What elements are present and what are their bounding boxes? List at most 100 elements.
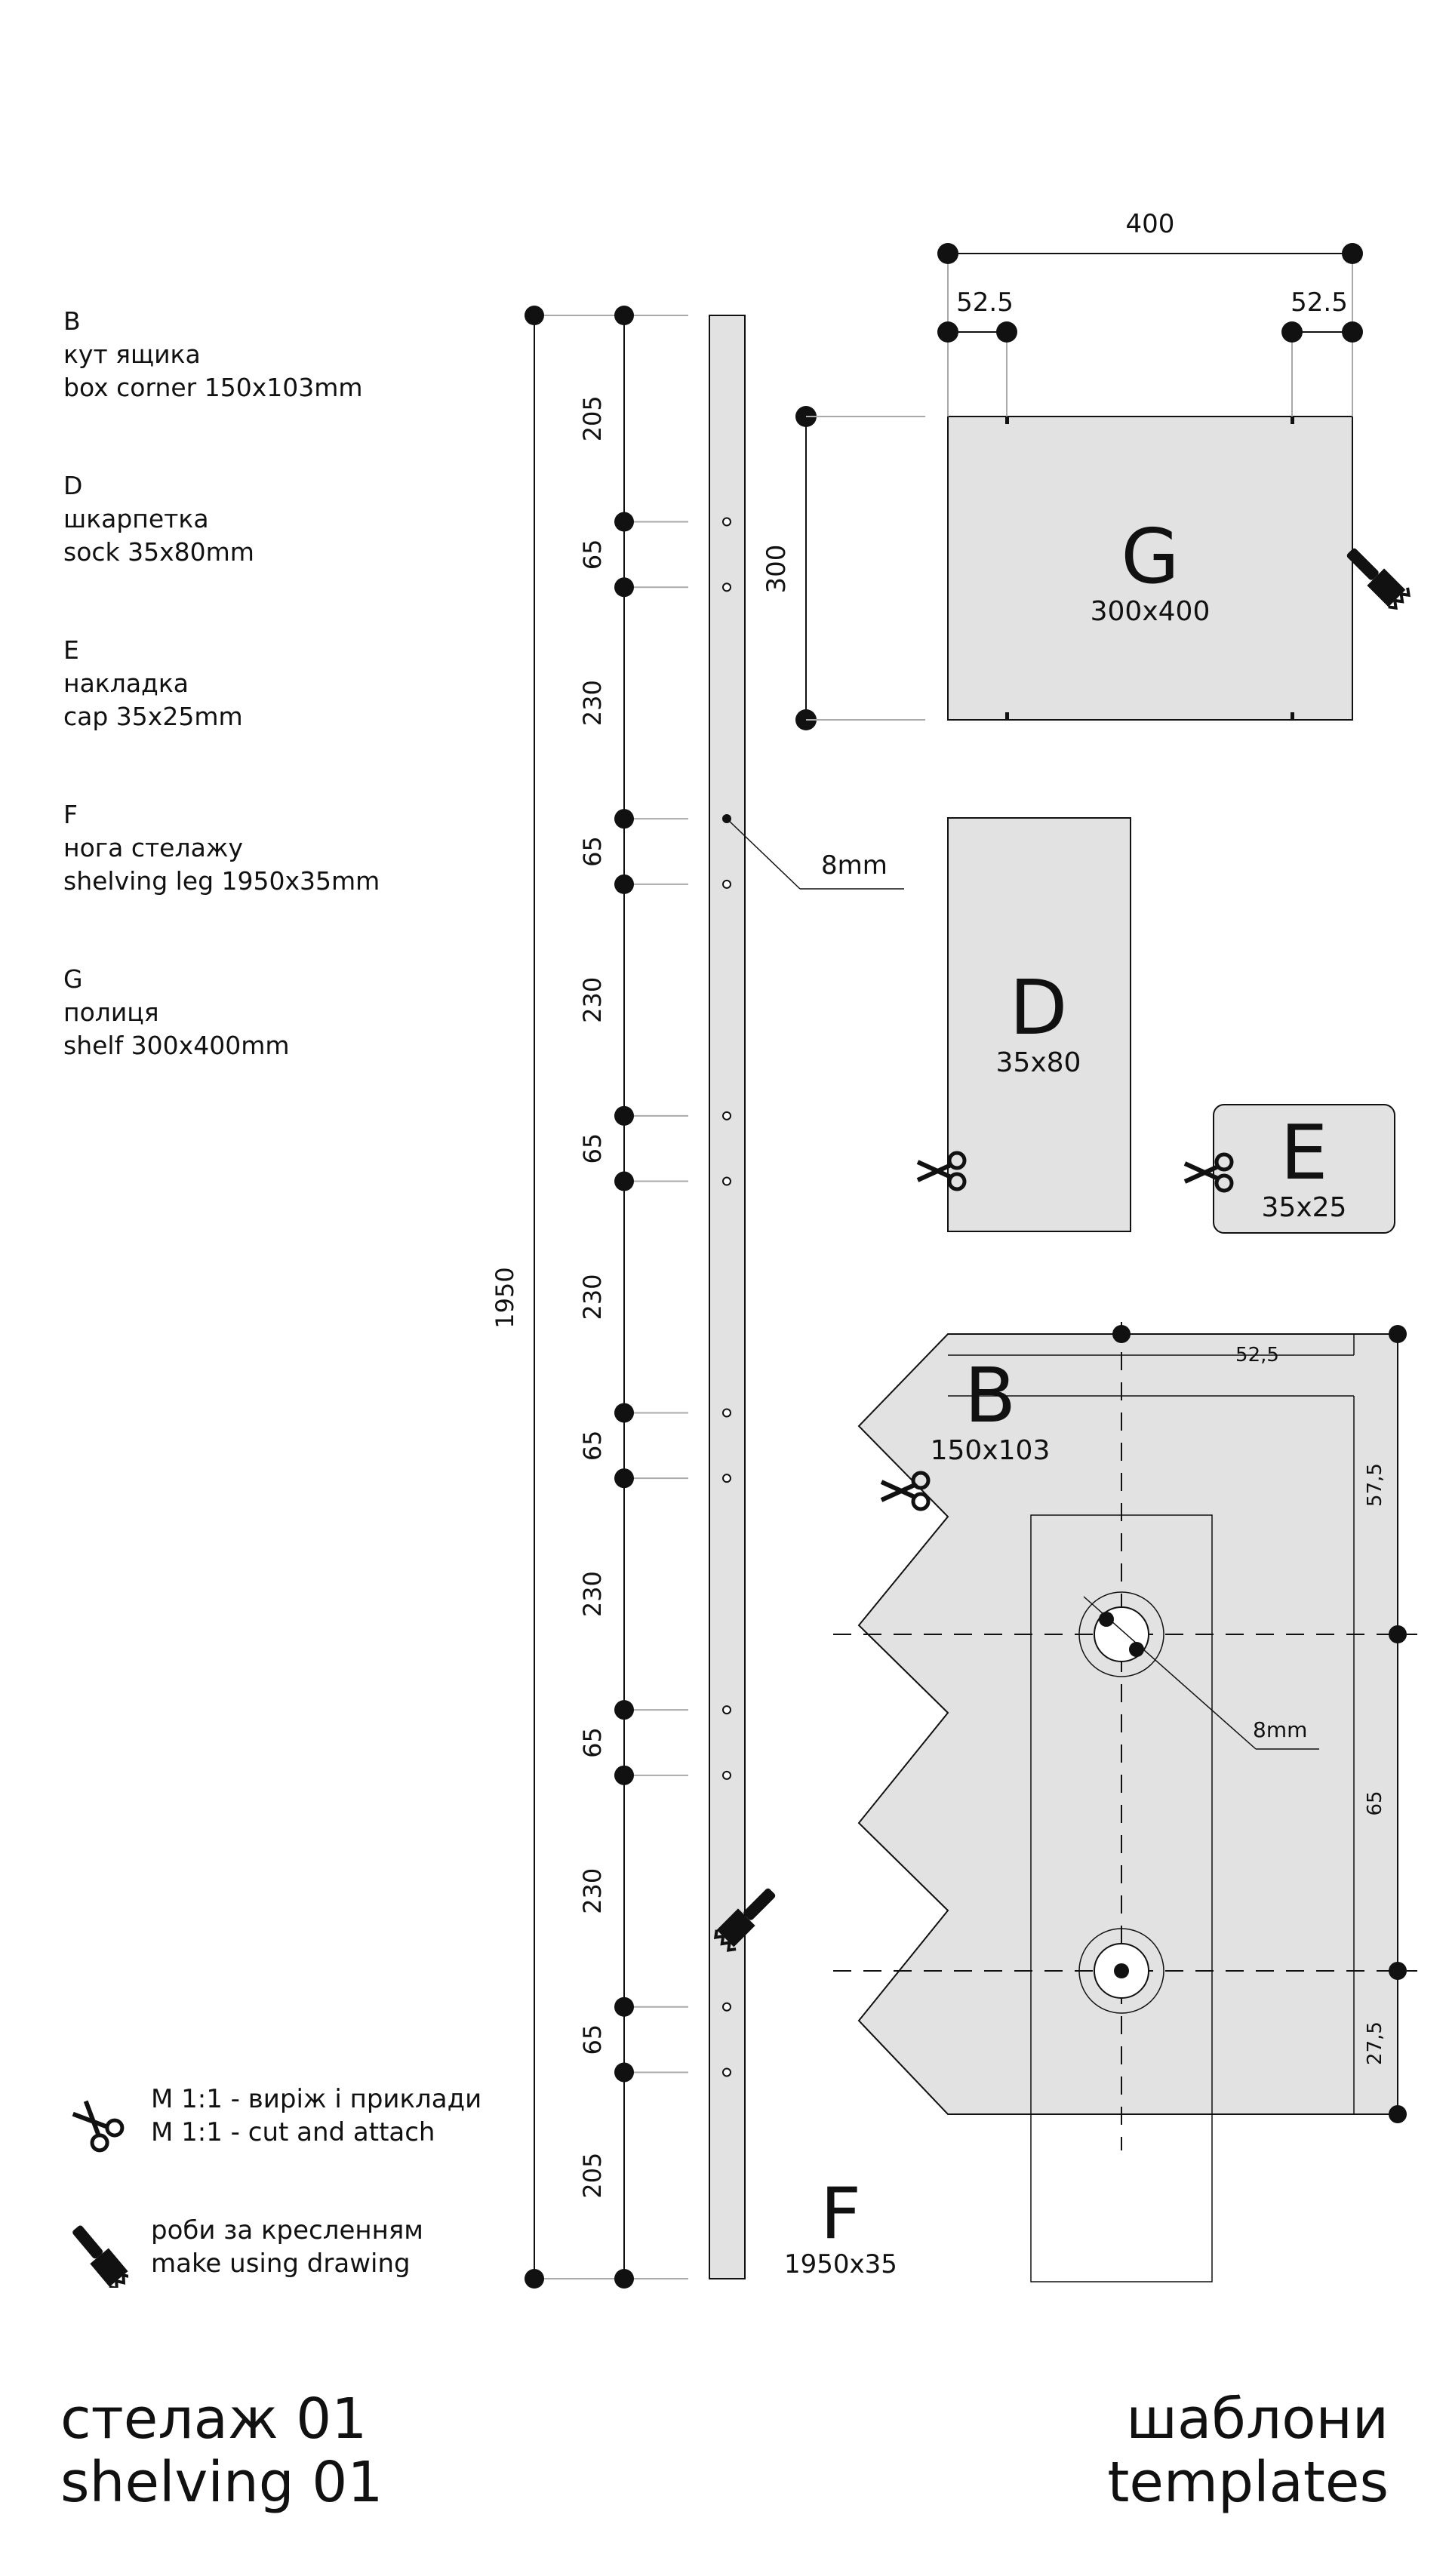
part-e-size: 35x25 [1262, 1192, 1347, 1223]
scissors-icon [1183, 1152, 1234, 1193]
part-b-top-offset: 52,5 [1235, 1344, 1279, 1366]
part-b-letter: B [964, 1351, 1017, 1440]
saw-icon [713, 1888, 776, 1952]
legend-entry-g: G полиця shelf 300x400mm [63, 963, 380, 1062]
leg-segment-label: 65 [578, 836, 607, 867]
key-row-cut: М 1:1 - виріж і приклади M 1:1 - cut and… [60, 2083, 543, 2158]
leg-segment-label: 65 [578, 1430, 607, 1461]
part-b-v2: 65 [1364, 1791, 1386, 1815]
part-e-letter: E [1280, 1108, 1327, 1197]
legend-en: shelf 300x400mm [63, 1031, 290, 1060]
leg-hole [722, 1705, 731, 1715]
dimension-dot [614, 577, 634, 598]
dimension-dot [614, 306, 634, 325]
part-d-sock [947, 817, 1131, 1232]
part-g-size: 300x400 [1091, 596, 1211, 627]
part-b-box-corner [833, 1322, 1417, 2282]
legend-ua: накладка [63, 669, 189, 698]
dimension-dot [525, 2269, 544, 2289]
leg-hole [722, 1408, 731, 1418]
leg-hole [722, 1111, 731, 1120]
legend-entry-e: E накладка cap 35x25mm [63, 634, 380, 733]
part-b-v1: 57,5 [1364, 1463, 1386, 1507]
parts-legend: B кут ящика box corner 150x103mm D шкарп… [63, 305, 380, 1127]
dimension-dot [525, 306, 544, 325]
dimension-dot [614, 1468, 634, 1489]
part-d-letter: D [1009, 964, 1067, 1052]
footer-title-left: стелаж 01 shelving 01 [60, 2387, 383, 2514]
footer-title-right: шаблони templates [1107, 2387, 1389, 2514]
legend-en: sock 35x80mm [63, 537, 254, 567]
scissors-icon [72, 2100, 125, 2153]
saw-icon [72, 2225, 128, 2288]
legend-ua: полиця [63, 998, 159, 1027]
legend-ua: кут ящика [63, 340, 201, 369]
key-cut-en: M 1:1 - cut and attach [151, 2117, 435, 2147]
key-drawing-ua: роби за кресленням [151, 2215, 423, 2246]
leg-hole [722, 517, 731, 527]
dimension-dot [614, 1105, 634, 1126]
legend-en: cap 35x25mm [63, 702, 243, 731]
leg-holes [722, 517, 731, 2077]
legend-en: shelving leg 1950x35mm [63, 866, 380, 896]
dimension-dot [614, 1765, 634, 1785]
dimension-dot [614, 2269, 634, 2289]
legend-entry-b: B кут ящика box corner 150x103mm [63, 305, 380, 404]
leg-hole [722, 2067, 731, 2077]
part-d-size: 35x80 [996, 1047, 1081, 1078]
leg-hole [722, 1770, 731, 1780]
leg-segment-label: 230 [578, 1274, 607, 1320]
footer-left-en: shelving 01 [60, 2450, 383, 2515]
leg-dimension-chain [534, 315, 688, 2279]
leg-segment-label: 230 [578, 1571, 607, 1617]
legend-letter: D [63, 471, 83, 500]
leg-segment-label: 65 [578, 539, 607, 570]
leg-hole-label: 8mm [821, 850, 888, 881]
dimension-dot [614, 1171, 634, 1191]
leg-segment-label: 230 [578, 1868, 607, 1914]
scissors-icon [880, 1471, 931, 1511]
dimension-dot [614, 1997, 634, 2017]
legend-ua: шкарпетка [63, 504, 209, 533]
part-g-letter: G [1121, 512, 1180, 601]
legend-entry-f: F нога стелажу shelving leg 1950x35mm [63, 798, 380, 898]
dimension-dot [614, 512, 634, 532]
leg-hole [722, 2002, 731, 2012]
part-f-letter: F [820, 2173, 861, 2255]
legend-letter: G [63, 964, 83, 994]
leg-hole [722, 583, 731, 592]
leg-segment-label: 230 [578, 977, 607, 1023]
part-b-size: 150x103 [931, 1435, 1051, 1466]
part-g-height: 300 [761, 545, 792, 594]
dimension-dot [614, 874, 634, 894]
leg-hole [722, 1176, 731, 1186]
footer-right-ua: шаблони [1126, 2387, 1389, 2452]
part-g-offset-left: 52.5 [956, 287, 1014, 318]
footer-left-ua: стелаж 01 [60, 2387, 368, 2452]
leg-dimension-dots [525, 306, 634, 2289]
dimension-dot [614, 2062, 634, 2083]
leg-total-label: 1950 [491, 1267, 519, 1328]
part-g-shelf [795, 243, 1363, 730]
leg-segment-label: 65 [578, 1727, 607, 1758]
leg-hole [722, 1474, 731, 1483]
leg-hole [722, 879, 731, 889]
leg-segment-label: 205 [578, 395, 607, 441]
leg-segment-label: 65 [578, 1133, 607, 1164]
dimension-dot [614, 1403, 634, 1423]
legend-en: box corner 150x103mm [63, 373, 363, 402]
leg-segment-label: 65 [578, 2024, 607, 2055]
key-cut-ua: М 1:1 - виріж і приклади [151, 2084, 482, 2114]
legend-letter: E [63, 635, 79, 665]
footer-right-en: templates [1107, 2450, 1389, 2515]
leg-dimension-labels: 205 65 230 65 230 65 230 65 230 65 230 65 205 [578, 395, 607, 2199]
dimension-dot [614, 809, 634, 829]
part-g-width: 400 [1126, 209, 1175, 239]
legend-ua: нога стелажу [63, 833, 244, 862]
part-g-offset-right: 52.5 [1291, 287, 1348, 318]
legend-letter: F [63, 800, 78, 829]
key-drawing-en: make using drawing [151, 2249, 411, 2279]
leg-segment-label: 230 [578, 680, 607, 726]
leg-segment-label: 205 [578, 2153, 607, 2199]
